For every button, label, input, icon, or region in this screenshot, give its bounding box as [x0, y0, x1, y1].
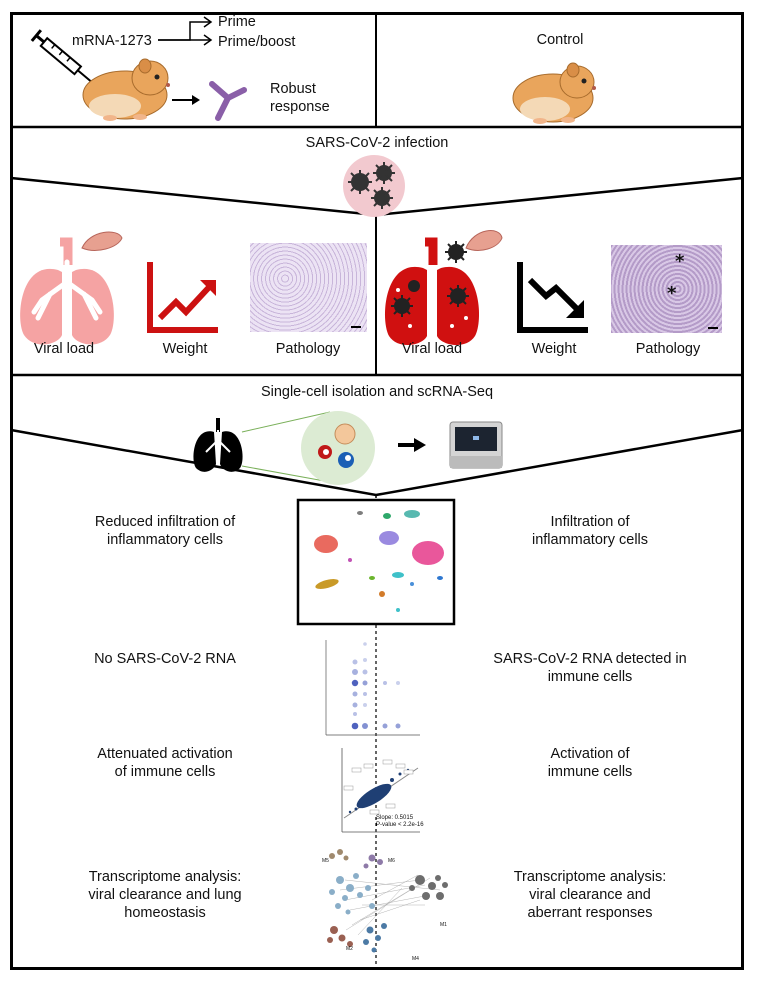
pathology-image-left: [250, 243, 367, 332]
finding-left-4: Transcriptome analysis:viral clearance a…: [88, 869, 242, 921]
umap-clusters: [314, 510, 444, 612]
lungs-infected-icon: [384, 230, 503, 346]
finding-right-4: Transcriptome analysis:viral clearance a…: [513, 869, 667, 921]
prime-label: Prime: [218, 14, 256, 30]
control-label: Control: [536, 32, 584, 48]
left-pathology: Pathology: [275, 341, 341, 357]
right-pathology: Pathology: [635, 341, 701, 357]
syringe-icon: [30, 29, 93, 83]
hamster-vaccinated-icon: [82, 58, 170, 121]
vaccine-name: mRNA-1273: [72, 33, 152, 49]
response-label-2: response: [270, 99, 330, 115]
right-viral-load: Viral load: [401, 341, 463, 357]
module-label-m6: M6: [388, 858, 395, 864]
lungs-healthy-icon: [20, 231, 123, 345]
lungs-black-icon: [193, 418, 243, 472]
umap-plot-frame: [296, 498, 456, 626]
left-viral-load: Viral load: [33, 341, 95, 357]
module-label-m1: M1: [440, 922, 447, 928]
module-label-m2: M2: [346, 946, 353, 952]
virus-particles-icon: [343, 155, 405, 217]
left-weight: Weight: [162, 341, 208, 357]
infection-label: SARS-CoV-2 infection: [305, 135, 449, 151]
response-label-1: Robust: [270, 81, 316, 97]
right-weight: Weight: [531, 341, 577, 357]
pathology-image-right: * *: [611, 245, 722, 333]
activation-scatter-plot: [341, 748, 420, 833]
prime-boost-label: Prime/boost: [218, 34, 296, 50]
scrnaseq-label: Single-cell isolation and scRNA-Seq: [260, 384, 494, 400]
weight-down-chart-icon: [517, 262, 588, 333]
module-network: [327, 849, 448, 953]
module-label-m5: M5: [322, 858, 329, 864]
hamster-control-icon: [512, 62, 596, 124]
prime-arrow: [158, 21, 210, 41]
weight-up-chart-icon: [147, 262, 218, 333]
seq-funnel: [10, 428, 744, 497]
single-cells-icon: [301, 411, 375, 485]
antibody-icon: [209, 81, 247, 121]
module-label-m4: M4: [412, 956, 419, 962]
sequencer-icon: [449, 421, 503, 469]
finding-left-2: No SARS-CoV-2 RNA: [94, 651, 236, 667]
rna-dot-plot: [325, 640, 420, 736]
